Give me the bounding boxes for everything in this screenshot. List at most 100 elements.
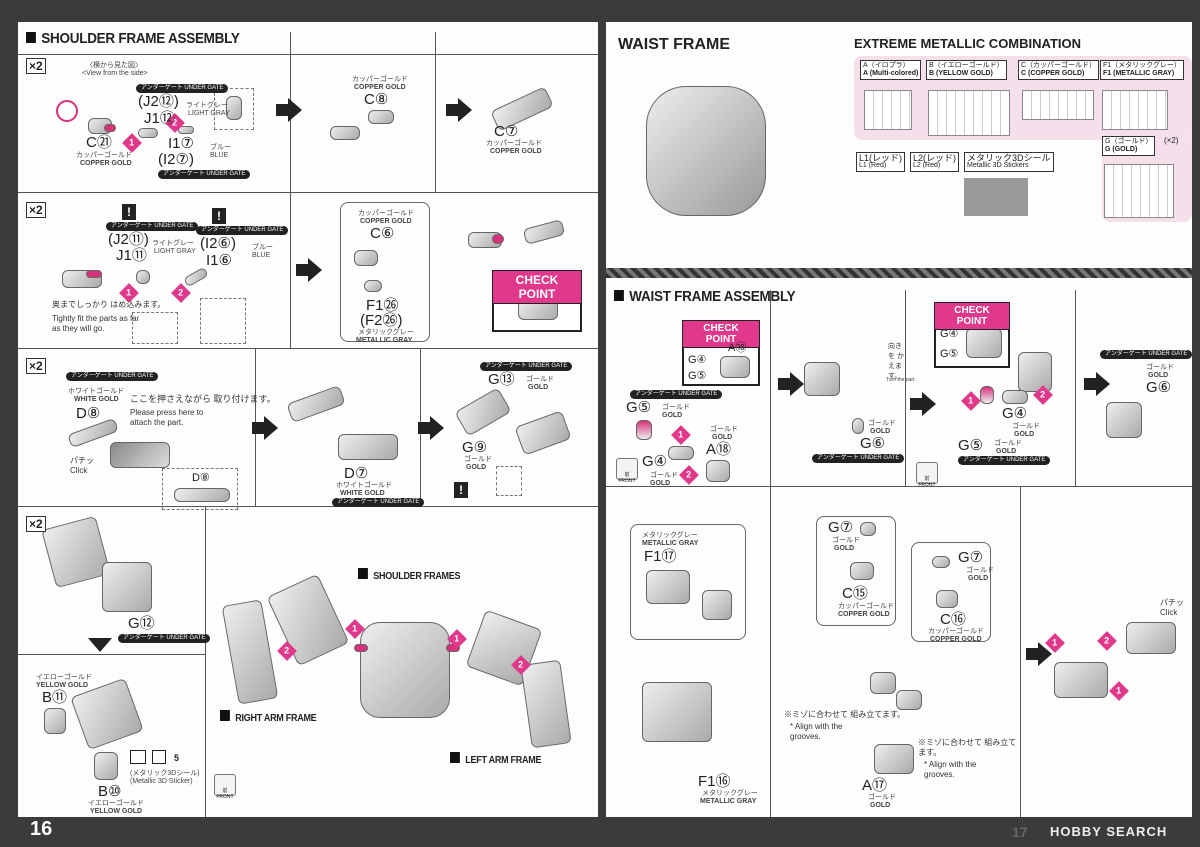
color-label: GOLD [996,448,1017,455]
runner-label-en: B (YELLOW GOLD) [929,70,993,77]
color-label: イエローゴールド [36,674,92,681]
detail-inset [132,312,178,344]
detail-inset [200,298,246,344]
part-label: G④ [940,328,959,340]
part-label: G⑤ [940,348,959,360]
runner-label-jp: L2(レッド) [913,153,957,163]
part-label: B⑪ [42,689,68,706]
groove-note: ※ミゾに合わせて 組み立てます。 [784,710,906,719]
runner-label-jp: L1(レッド) [859,153,903,163]
multiplier-badge: ×2 [26,516,46,532]
next-arrow-icon [276,98,302,122]
color-label: METALLIC GRAY [700,798,757,805]
part-label: F1⑰ [644,548,677,565]
down-arrow-icon [88,638,112,652]
check-point-label: CHECK POINT [682,320,760,348]
runner-label-en: L2 (Red) [913,162,941,169]
color-label: ライトグレー [152,240,194,247]
page-number: 16 [30,818,53,840]
part-label: (I2⑥) [200,235,236,252]
color-label: GOLD [870,428,891,435]
combination-title: EXTREME METALLIC COMBINATION [854,36,1082,51]
step-2-icon: 2 [1097,631,1117,651]
step-2-icon: 2 [679,465,699,485]
model-part-illustration [980,386,994,404]
divider [770,290,771,486]
model-part-illustration [86,270,102,278]
color-label: ゴールド [526,376,554,383]
part-label: G⑤ [688,370,707,382]
part-label: G⑤ [958,437,984,454]
next-arrow-icon [446,98,472,122]
under-gate-badge: アンダーゲート UNDER GATE [630,390,723,399]
color-label: METALLIC GRAY [642,540,699,547]
part-label: G⑦ [958,549,984,566]
model-part-illustration [522,219,566,245]
part-label: A⑰ [862,777,888,794]
runner-label-jp: F1（メタリックグレー） [1103,62,1181,69]
runner-f1 [1102,90,1168,130]
runner-label: C（カッパーゴールド）C (COPPER GOLD) [1018,60,1100,80]
section-title: WAIST FRAME [618,36,730,53]
color-label: GOLD [870,802,891,809]
section-title: WAIST FRAME ASSEMBLY [614,288,795,305]
model-part-illustration [1054,662,1108,698]
next-arrow-icon [910,392,936,416]
model-part-illustration [860,522,876,536]
color-label: GOLD [662,412,683,419]
page-number: 17 [1012,824,1028,840]
color-label: YELLOW GOLD [36,682,89,689]
model-part-illustration [966,328,1002,358]
step-1-icon: 1 [1109,681,1129,701]
runner-label-en: A (Multi-colored) [863,70,919,77]
callout-frame [816,516,896,626]
front-indicator-icon: 前 FRONT [916,462,938,488]
sticker-label-en: (Metallic 3D Sticker) [130,778,193,785]
model-part-illustration [706,460,730,482]
part-label: F1㉖ [366,297,399,314]
instruction-note-en: Please press here to attach the part. [130,408,204,427]
under-gate-badge: アンダーゲート UNDER GATE [118,634,211,643]
color-label: ゴールド [1146,364,1174,371]
side-view-label: 〈横から見た図〉 [86,62,142,69]
model-part-illustration [136,270,150,284]
groove-note: ※ミゾに合わせて 組み立てます。 [918,738,1017,757]
divider [18,348,598,349]
runner-label: A（イロプラ）A (Multi-colored) [860,60,922,80]
under-gate-badge: アンダーゲート UNDER GATE [1100,350,1193,359]
color-label: メタリックグレー [358,329,414,336]
warning-icon: ! [212,208,226,224]
color-label: COPPER GOLD [490,148,542,155]
part-label: D⑦ [344,465,369,482]
model-part-illustration [1106,402,1142,438]
runner-c [1022,90,1094,120]
color-label: GOLD [1014,431,1035,438]
instruction-note: 向きを かえます。 [888,343,904,380]
runner-count: (×2) [1164,136,1179,145]
divider [1020,486,1021,817]
instruction-note-en: Turn the part. [886,377,916,383]
watermark-logo: HOBBY SEARCH [1050,824,1168,839]
color-label: BLUE [210,152,229,159]
model-part-illustration [936,590,958,608]
color-label: ホワイトゴールド [68,388,124,395]
color-label: ゴールド [994,440,1022,447]
divider [435,32,436,192]
callout-frame [340,202,430,342]
model-part-illustration [1018,352,1052,392]
divider-stripe [606,268,1192,278]
model-part-illustration [514,410,572,456]
magnify-icon [152,750,166,764]
color-label: ゴールド [650,472,678,479]
runner-g [1104,164,1174,218]
model-part-illustration [896,690,922,710]
check-point-box: CHECK POINT [492,270,582,332]
under-gate-badge: アンダーゲート UNDER GATE [158,170,251,179]
warning-icon: ! [454,482,468,498]
model-part-illustration [720,356,750,378]
runner-label-jp: G（ゴールド） [1105,138,1153,145]
divider [290,192,291,348]
color-label: カッパーゴールド [352,76,408,83]
part-label: D⑧ [76,405,101,422]
